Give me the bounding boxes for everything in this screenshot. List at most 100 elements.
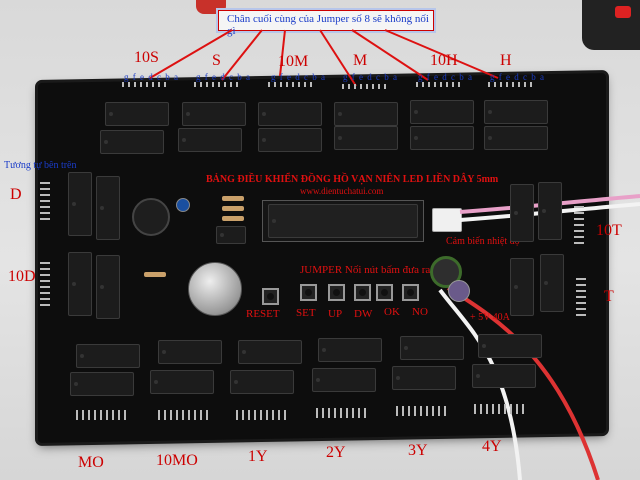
ic-chip	[510, 258, 534, 316]
ic-chip	[392, 366, 456, 390]
jumper-label: JUMPER Nối nút bấm đưa ra	[300, 264, 431, 276]
resistor	[222, 216, 244, 221]
label-10s: 10S	[134, 49, 159, 66]
ic-chip	[70, 372, 134, 396]
label-10m: 10M	[278, 53, 309, 70]
header-pins-10m	[268, 82, 316, 87]
ic-chip	[334, 126, 398, 150]
label-1y: 1Y	[248, 448, 268, 465]
no-button[interactable]	[402, 284, 419, 301]
red-knob-top-right	[615, 6, 631, 18]
coin-battery	[188, 262, 242, 316]
header-pins-4y	[474, 404, 524, 414]
label-10d: 10D	[8, 268, 36, 285]
header-pins-t	[576, 278, 586, 318]
ic-chip	[410, 100, 474, 124]
main-mcu-chip	[268, 204, 418, 238]
ic-chip	[510, 184, 534, 242]
button-label-dw: DW	[354, 308, 373, 320]
label-d: D	[10, 186, 22, 203]
label-10h: 10H	[430, 52, 458, 69]
ic-chip	[96, 176, 120, 240]
up-button[interactable]	[328, 284, 345, 301]
buzzer	[132, 198, 170, 236]
website-label: www.dientuchatui.com	[300, 186, 384, 196]
label-m: M	[353, 52, 368, 69]
header-pins-2y	[316, 408, 366, 418]
ic-chip	[76, 344, 140, 368]
reset-button[interactable]	[262, 288, 279, 305]
ic-chip	[96, 255, 120, 319]
ic-chip	[484, 100, 548, 124]
ic-chip	[238, 340, 302, 364]
pin-letters-10h: g f e d c b a	[418, 72, 473, 82]
ic-chip	[334, 102, 398, 126]
header-pins-d	[40, 182, 50, 222]
ic-chip	[150, 370, 214, 394]
header-pins-1y	[236, 410, 286, 420]
ic-chip	[230, 370, 294, 394]
pin-letters-m: g f e d c b a	[343, 72, 398, 82]
header-pins-3y	[396, 406, 446, 416]
resistor	[144, 272, 166, 277]
ic-chip	[100, 130, 164, 154]
pin-letters-s: g f e d c b a	[196, 72, 251, 82]
ic-chip	[258, 102, 322, 126]
label-4y: 4Y	[482, 438, 502, 455]
button-label-up: UP	[328, 308, 343, 320]
pin-letters-10m: g f e d c b a	[271, 72, 326, 82]
label-t: T	[604, 288, 614, 305]
label-10mo: 10MO	[156, 452, 198, 469]
small-capacitor	[176, 198, 190, 212]
label-2y: 2Y	[326, 444, 346, 461]
header-pins-10t	[574, 206, 584, 246]
ok-button[interactable]	[376, 284, 393, 301]
ic-chip	[178, 128, 242, 152]
header-pins-h	[488, 82, 536, 87]
ic-chip	[158, 340, 222, 364]
ic-chip	[68, 252, 92, 316]
ic-chip	[540, 254, 564, 312]
header-pins-10s	[122, 82, 170, 87]
pin-letters-h: g f e d c b a	[490, 72, 545, 82]
ic-chip	[105, 102, 169, 126]
button-label-no: NO	[412, 306, 428, 318]
label-s: S	[212, 52, 221, 69]
ic-chip	[312, 368, 376, 392]
label-mo: MO	[78, 454, 104, 471]
board-title: BẢNG ĐIỀU KHIỂN ĐỒNG HỒ VẠN NIÊN LED LIỀ…	[206, 174, 499, 185]
pin-letters-10s: g f e d c b a	[124, 72, 179, 82]
header-pins-mo	[76, 410, 126, 420]
ic-chip	[484, 126, 548, 150]
sensor-connector	[432, 208, 462, 232]
resistor	[222, 196, 244, 201]
ic-chip	[478, 334, 542, 358]
ic-chip	[258, 128, 322, 152]
sensor-label: Cảm biến nhiệt độ	[446, 236, 520, 247]
header-pins-10d	[40, 262, 50, 308]
header-pins-10mo	[158, 410, 208, 420]
resistor	[222, 206, 244, 211]
ic-chip	[318, 338, 382, 362]
header-pins-m	[342, 84, 390, 89]
button-label-reset: RESET	[246, 308, 280, 320]
electrolytic-capacitor	[448, 280, 470, 302]
ic-chip	[538, 182, 562, 240]
ic-chip	[182, 102, 246, 126]
set-button[interactable]	[300, 284, 317, 301]
ic-chip-small	[216, 226, 246, 244]
ic-chip	[472, 364, 536, 388]
ic-chip	[68, 172, 92, 236]
header-pins-s	[194, 82, 242, 87]
label-10t: 10T	[596, 222, 622, 239]
ic-chip	[410, 126, 474, 150]
power-label: + 5V 40A	[470, 312, 510, 323]
button-label-set: SET	[296, 307, 316, 319]
label-3y: 3Y	[408, 442, 428, 459]
label-h: H	[500, 52, 512, 69]
dw-button[interactable]	[354, 284, 371, 301]
header-pins-10h	[416, 82, 464, 87]
label-left-note: Tương tự bên trên	[4, 160, 77, 171]
button-label-ok: OK	[384, 306, 400, 318]
